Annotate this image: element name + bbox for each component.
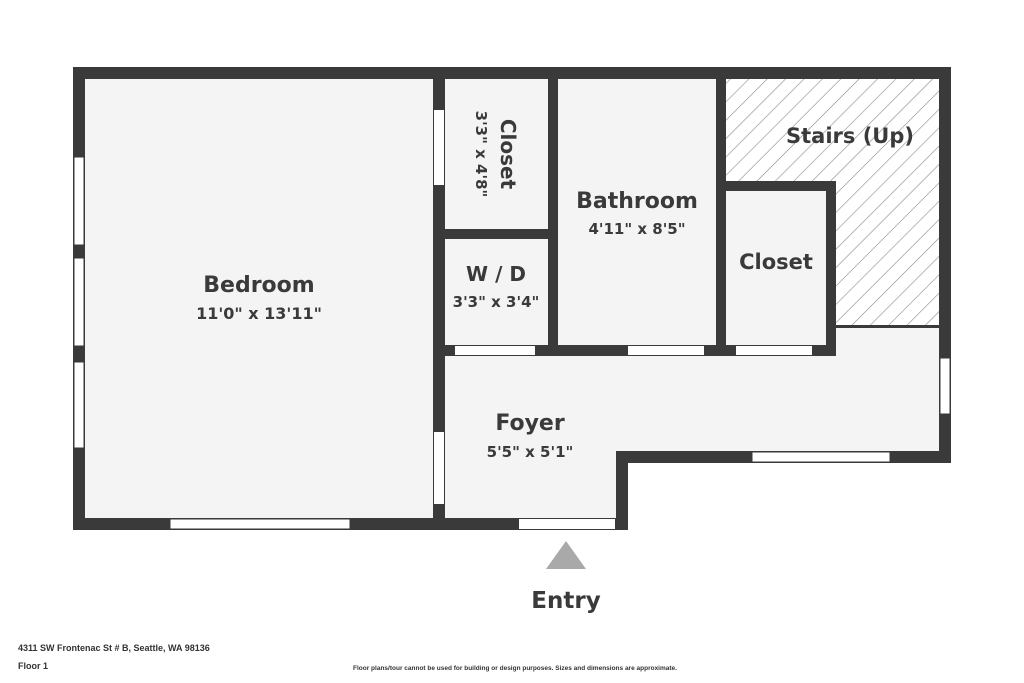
- floor-fill: [79, 73, 944, 523]
- stairs-name: Stairs (Up): [786, 124, 914, 148]
- foyer-floor: [439, 328, 944, 523]
- foyer-name: Foyer: [495, 411, 565, 436]
- wall-bath-closet: [716, 67, 726, 356]
- wall-stairs-bottom: [836, 325, 939, 328]
- bathroom-name: Bathroom: [576, 189, 698, 214]
- wd-name: W / D: [466, 262, 526, 286]
- wall-closet-top: [716, 181, 836, 191]
- footer-address: 4311 SW Frontenac St # B, Seattle, WA 98…: [18, 643, 210, 653]
- closet-top-label: Closet 3'3" x 4'8": [472, 111, 520, 198]
- closet-mid-name: Closet: [739, 250, 813, 274]
- closet-top-dims: 3'3" x 4'8": [472, 111, 490, 198]
- door-openings: [434, 110, 812, 529]
- wall-wd-bath: [548, 67, 558, 356]
- foyer-floor-upper: [830, 328, 944, 350]
- door-bedroom-foyer: [434, 432, 444, 504]
- bathroom-dims: 4'11" x 8'5": [588, 220, 685, 238]
- window-bedroom-bottom: [169, 518, 351, 530]
- wd-dims: 3'3" x 3'4": [453, 293, 540, 311]
- window-right: [939, 357, 951, 415]
- bedroom-name: Bedroom: [203, 273, 314, 298]
- wall-step-down: [616, 451, 628, 530]
- closet-mid-floor: [721, 187, 830, 350]
- bathroom-floor: [553, 73, 721, 350]
- windows: [73, 156, 951, 530]
- footer-floor: Floor 1: [18, 661, 49, 671]
- entry-arrow-icon: [546, 541, 586, 569]
- bedroom-dims: 11'0" x 13'11": [196, 304, 322, 323]
- door-closet-top: [434, 110, 444, 185]
- bedroom-floor: [79, 73, 439, 523]
- door-wd: [455, 346, 535, 355]
- foyer-dims: 5'5" x 5'1": [487, 443, 574, 461]
- window-left-3: [73, 361, 85, 449]
- window-left-2: [73, 257, 85, 347]
- door-bathroom: [628, 346, 704, 355]
- entry-label: Entry: [531, 588, 600, 614]
- footer-disclaimer: Floor plans/tour cannot be used for buil…: [353, 665, 677, 672]
- door-entry: [519, 519, 615, 529]
- closet-top-floor: [439, 73, 553, 235]
- window-left-1: [73, 156, 85, 246]
- door-closet-mid: [736, 346, 812, 355]
- wall-closet-right: [826, 181, 836, 356]
- window-foyer-bottom: [751, 451, 891, 463]
- wall-top: [73, 67, 951, 79]
- wd-floor: [439, 235, 553, 350]
- closet-top-name: Closet: [496, 119, 520, 190]
- wall-closet-wd: [433, 229, 553, 239]
